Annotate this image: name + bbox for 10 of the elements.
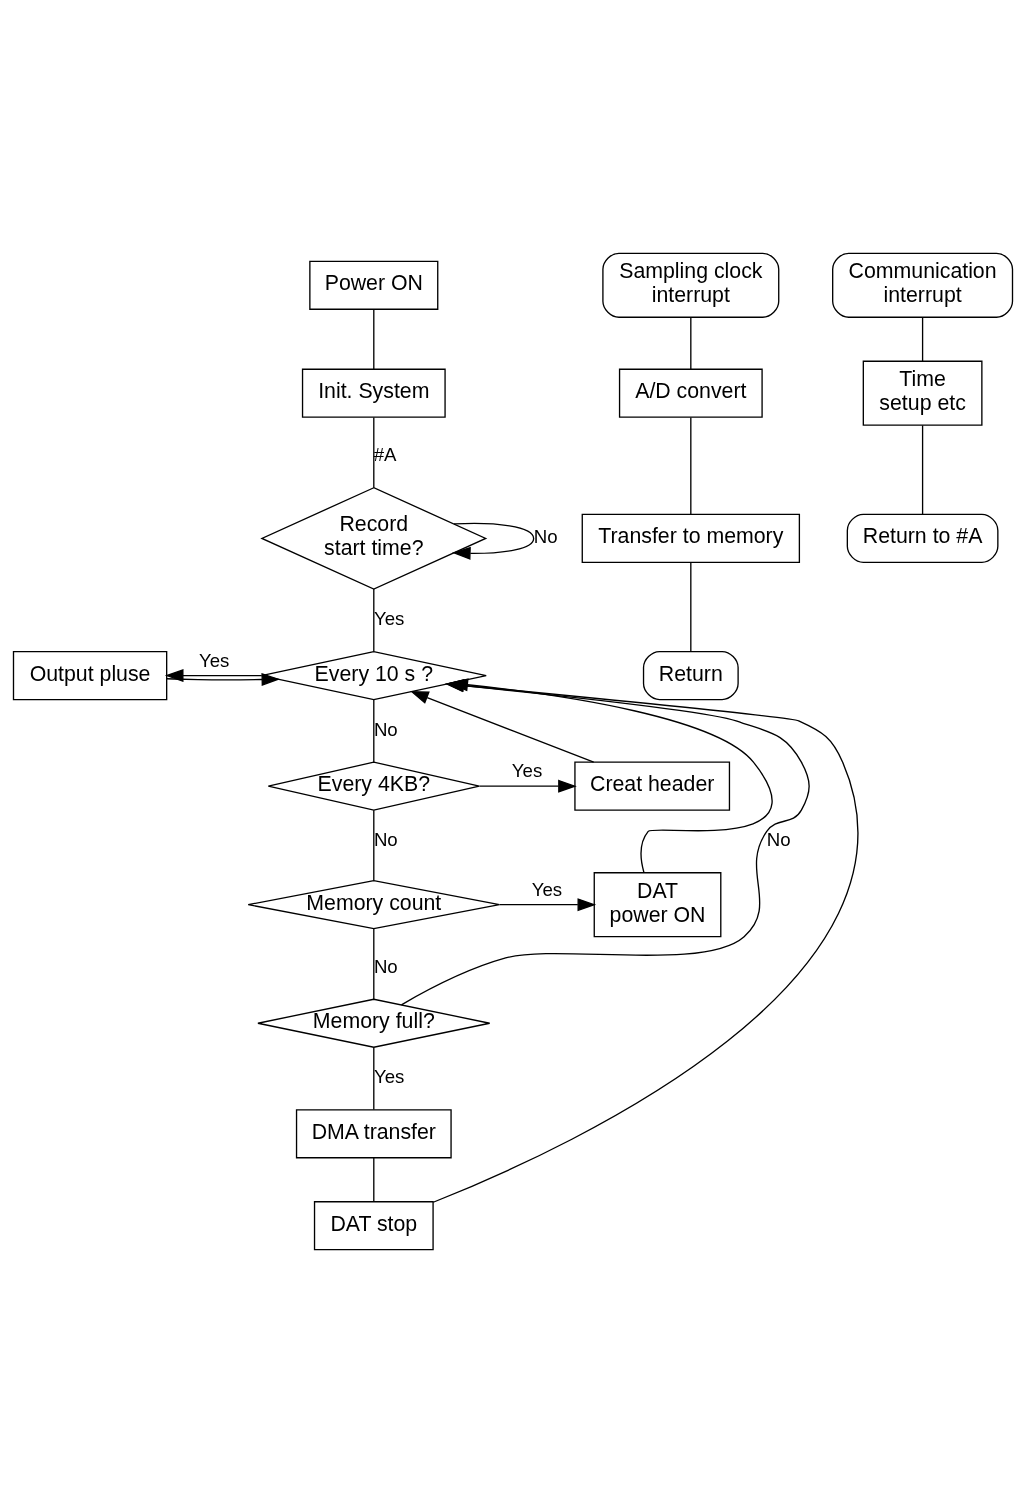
edge-label: Yes (198, 649, 230, 671)
edge-label: No (373, 955, 398, 977)
edge-label: No (533, 526, 558, 548)
edge-label: No (373, 829, 398, 851)
edge-label: Yes (373, 608, 405, 630)
edge-label: No (766, 829, 791, 851)
edge-label: Yes (373, 1066, 405, 1088)
edge-label: Yes (531, 878, 563, 900)
edge-label: Yes (511, 760, 543, 782)
edge-label: No (373, 718, 398, 740)
